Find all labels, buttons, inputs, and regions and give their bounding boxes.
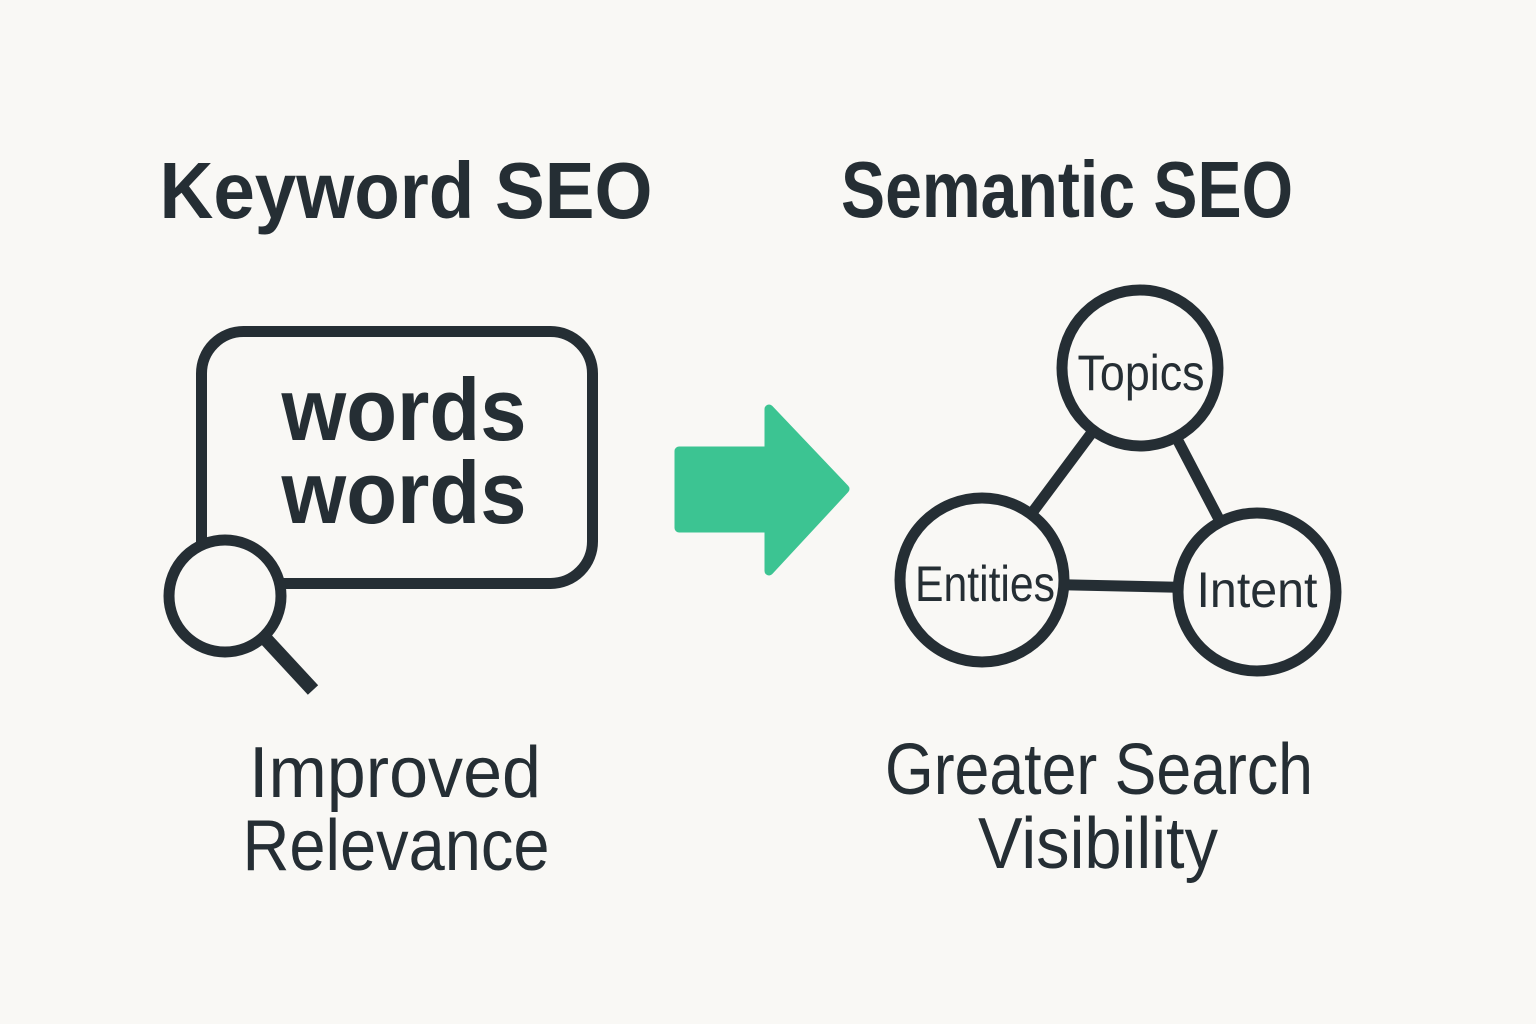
magnifier-handle: [257, 631, 319, 695]
semantic-caption-line-1: Greater Search: [885, 730, 1313, 810]
node-entities: [894, 492, 1070, 668]
semantic-caption-line-2: Visibility: [978, 804, 1218, 884]
keyword-word-line-2: words: [281, 443, 527, 542]
node-topics: [1056, 284, 1224, 452]
magnifier-lens: [163, 534, 287, 658]
node-topics-label: Topics: [1078, 345, 1205, 401]
node-intent: [1172, 507, 1342, 677]
keyword-seo-title: Keyword SEO: [160, 146, 653, 235]
semantic-node-graph: Topics Entities Intent: [894, 284, 1342, 677]
keyword-caption-line-2: Relevance: [243, 806, 550, 886]
semantic-seo-title: Semantic SEO: [841, 145, 1293, 234]
keyword-caption-line-1: Improved: [249, 733, 541, 813]
node-entities-label: Entities: [915, 556, 1055, 612]
magnifier-icon: [163, 534, 319, 695]
transition-arrow-icon: [674, 404, 850, 576]
keyword-words-box: [196, 326, 598, 589]
node-intent-label: Intent: [1197, 562, 1318, 618]
keyword-word-line-1: words: [281, 360, 527, 459]
